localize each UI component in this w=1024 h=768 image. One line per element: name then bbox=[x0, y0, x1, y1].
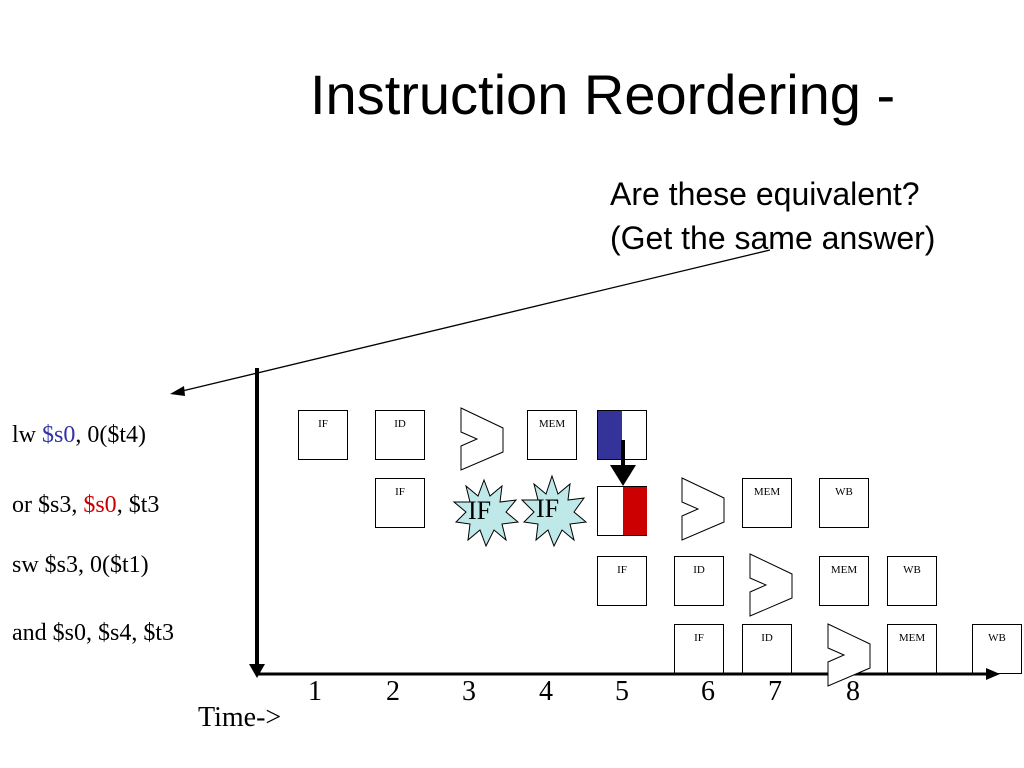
stall-label: IF bbox=[536, 494, 560, 523]
time-tick: 4 bbox=[539, 676, 553, 707]
stage-mem: MEM bbox=[887, 624, 937, 674]
instruction-sw: sw $s3, 0($t1) bbox=[12, 552, 149, 578]
time-tick: 1 bbox=[308, 676, 322, 707]
time-tick: 8 bbox=[846, 676, 860, 707]
register-highlight: $s0 bbox=[42, 422, 76, 448]
stage-id: ID bbox=[674, 556, 724, 606]
stage-wb-forward-source bbox=[597, 410, 647, 460]
stage-id-forward-dest bbox=[597, 486, 647, 536]
stage-if: IF bbox=[298, 410, 348, 460]
stage-mem: MEM bbox=[819, 556, 869, 606]
stage-wb: WB bbox=[819, 478, 869, 528]
slide-title: Instruction Reordering - bbox=[310, 63, 896, 126]
instruction-lw: lw $s0, 0($t4) bbox=[12, 422, 146, 449]
stall-label: IF bbox=[468, 496, 492, 525]
stage-mem: MEM bbox=[527, 410, 577, 460]
stage-if: IF bbox=[597, 556, 647, 606]
stage-if: IF bbox=[674, 624, 724, 674]
time-tick: 2 bbox=[386, 676, 400, 707]
pointer-line bbox=[177, 249, 771, 393]
time-tick: 3 bbox=[462, 676, 476, 707]
instruction-or: or $s3, $s0, $t3 bbox=[12, 492, 159, 519]
time-tick: 5 bbox=[615, 676, 629, 707]
register-highlight: $s0 bbox=[83, 492, 117, 518]
stage-wb: WB bbox=[972, 624, 1022, 674]
forward-arrowhead bbox=[610, 465, 636, 486]
stage-id: ID bbox=[375, 410, 425, 460]
stage-mem: MEM bbox=[742, 478, 792, 528]
alu-ex-shape bbox=[749, 553, 793, 617]
question-text: Are these equivalent? (Get the same answ… bbox=[610, 172, 935, 260]
question-line-1: Are these equivalent? bbox=[610, 176, 920, 212]
time-tick: 7 bbox=[768, 676, 782, 707]
instr-text: lw bbox=[12, 422, 42, 448]
instruction-and: and $s0, $s4, $t3 bbox=[12, 620, 174, 646]
stage-if: IF bbox=[375, 478, 425, 528]
time-axis-label: Time-> bbox=[198, 702, 282, 733]
instr-text: , $t3 bbox=[116, 492, 160, 518]
alu-ex-shape bbox=[460, 407, 504, 471]
instr-text: , 0($t4) bbox=[75, 422, 146, 448]
stage-wb: WB bbox=[887, 556, 937, 606]
alu-ex-shape bbox=[681, 477, 725, 541]
question-line-2: (Get the same answer) bbox=[610, 220, 936, 256]
time-tick: 6 bbox=[701, 676, 715, 707]
y-axis-arrowhead bbox=[249, 664, 265, 678]
instr-text: or $s3, bbox=[12, 492, 84, 518]
stage-id: ID bbox=[742, 624, 792, 674]
pointer-arrowhead bbox=[170, 386, 185, 396]
